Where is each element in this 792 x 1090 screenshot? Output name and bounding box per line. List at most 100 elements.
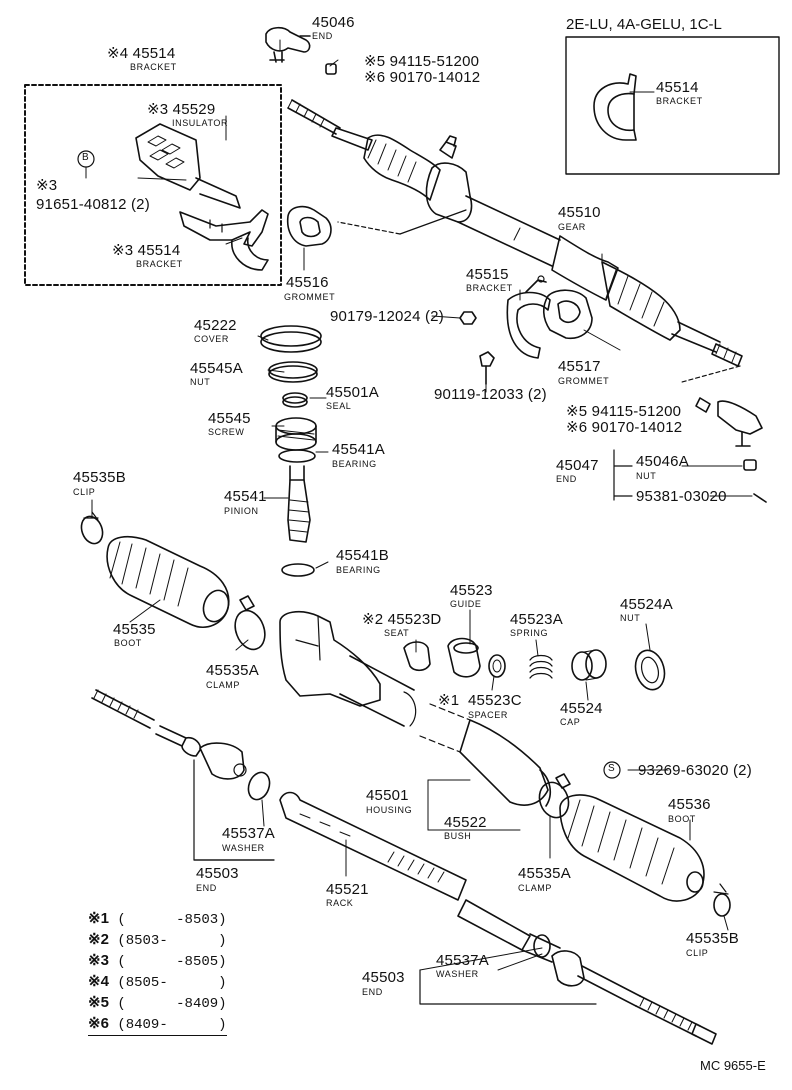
label-45523: 45523 bbox=[450, 582, 493, 599]
pin-icon bbox=[753, 493, 767, 503]
label-95381: 95381-03020 bbox=[636, 488, 727, 505]
label-45047: 45047 bbox=[556, 457, 599, 474]
grommet-45516-icon bbox=[286, 205, 332, 247]
label-b-mark: B bbox=[82, 152, 89, 163]
variant-bracket-icon bbox=[593, 73, 637, 141]
label-45524a-name: NUT bbox=[620, 613, 641, 623]
legend-mark: ※2 bbox=[88, 931, 109, 948]
label-45517: 45517 bbox=[558, 358, 601, 375]
label-45523-name: GUIDE bbox=[450, 599, 482, 609]
label-45541a: 45541A bbox=[332, 441, 385, 458]
clip-left-icon bbox=[80, 511, 104, 545]
label-45522-name: BUSH bbox=[444, 831, 472, 841]
label-45503-right-name: END bbox=[362, 987, 383, 997]
label-45541a-name: BEARING bbox=[332, 459, 377, 469]
legend-mark: ※3 bbox=[88, 952, 109, 969]
label-45536-name: BOOT bbox=[668, 814, 696, 824]
nut-icon bbox=[325, 63, 337, 75]
label-45541b-name: BEARING bbox=[336, 565, 381, 575]
clamp-right-icon bbox=[538, 773, 571, 819]
legend-mark: ※1 bbox=[88, 910, 109, 927]
variant-title: 2E-LU, 4A-GELU, 1C-L bbox=[566, 16, 722, 33]
inner-end-right-icon bbox=[533, 934, 717, 1045]
legend-row: ※5 ( -8409) bbox=[88, 993, 227, 1014]
label-45535: 45535 bbox=[113, 621, 156, 638]
label-45521-name: RACK bbox=[326, 898, 354, 908]
label-45523a: 45523A bbox=[510, 611, 563, 628]
label-45503-left: 45503 bbox=[196, 865, 239, 882]
label-45523c-name: SPACER bbox=[468, 710, 508, 720]
nut-45046a-icon bbox=[743, 459, 757, 471]
label-45535b-left: 45535B bbox=[73, 469, 126, 486]
label-45523d-name: SEAT bbox=[384, 628, 410, 638]
label-45529-name: INSULATOR bbox=[172, 118, 229, 128]
label-45537a-right: 45537A bbox=[436, 952, 489, 969]
grommet-45517-icon bbox=[542, 289, 593, 340]
tie-rod-end-right-icon bbox=[695, 397, 763, 447]
bolt-90119-icon bbox=[479, 351, 495, 385]
legend-range: ( -8503) bbox=[117, 912, 227, 928]
legend-range: ( -8409) bbox=[117, 996, 227, 1012]
label-45523a-name: SPRING bbox=[510, 628, 549, 638]
boot-left-icon bbox=[106, 535, 230, 628]
label-45535a-left: 45535A bbox=[206, 662, 259, 679]
bracket-group-box bbox=[24, 84, 282, 286]
label-45516: 45516 bbox=[286, 274, 329, 291]
label-45503-left-name: END bbox=[196, 883, 217, 893]
label-93269: 93269-63020 (2) bbox=[638, 762, 752, 779]
housing-icon bbox=[279, 610, 552, 807]
label-90179: 90179-12024 (2) bbox=[330, 308, 444, 325]
label-45523c: 45523C bbox=[468, 692, 522, 709]
label-45521: 45521 bbox=[326, 881, 369, 898]
label-45537a-left: 45537A bbox=[222, 825, 275, 842]
label-45503-right: 45503 bbox=[362, 969, 405, 986]
label-90170-a: ※6 90170-14012 bbox=[364, 69, 481, 86]
label-45046a: 45046A bbox=[636, 453, 689, 470]
label-45537a-right-name: WASHER bbox=[436, 969, 479, 979]
bracket-icon bbox=[179, 209, 269, 271]
legend-row: ※1 ( -8503) bbox=[88, 909, 227, 930]
label-45535b-right: 45535B bbox=[686, 930, 739, 947]
tie-rod-end-top-icon bbox=[265, 26, 311, 63]
legend-range: ( -8505) bbox=[117, 954, 227, 970]
label-45047-name: END bbox=[556, 474, 577, 484]
date-legend: ※1 ( -8503) ※2 (8503- ) ※3 ( -8505) ※4 (… bbox=[88, 909, 227, 1036]
legend-range: (8505- ) bbox=[117, 975, 227, 991]
label-45514-b: ※3 45514 bbox=[112, 242, 181, 259]
label-90170-b: ※6 90170-14012 bbox=[566, 419, 683, 436]
label-45524: 45524 bbox=[560, 700, 603, 717]
clip-right-icon bbox=[713, 883, 731, 917]
label-45536: 45536 bbox=[668, 796, 711, 813]
legend-mark: ※6 bbox=[88, 1015, 109, 1032]
label-s-mark: S bbox=[608, 763, 615, 774]
label-45545-name: SCREW bbox=[208, 427, 245, 437]
label-mark-1: ※1 bbox=[438, 692, 460, 709]
label-45522: 45522 bbox=[444, 814, 487, 831]
label-91651-mark: ※3 bbox=[36, 177, 58, 194]
label-45541: 45541 bbox=[224, 488, 267, 505]
s-mark-icon bbox=[603, 761, 621, 779]
label-45523d: ※2 45523D bbox=[362, 611, 442, 628]
pinion-stack-icon bbox=[260, 325, 322, 577]
legend-row: ※2 (8503- ) bbox=[88, 930, 227, 951]
label-45514-b-name: BRACKET bbox=[136, 259, 183, 269]
label-45515-name: BRACKET bbox=[466, 283, 513, 293]
label-45545a-name: NUT bbox=[190, 377, 211, 387]
label-45517-name: GROMMET bbox=[558, 376, 610, 386]
label-45535a-left-name: CLAMP bbox=[206, 680, 241, 690]
boot-right-icon bbox=[559, 794, 705, 902]
nut-90179-icon bbox=[459, 311, 477, 325]
diagram-code: MC 9655-E bbox=[700, 1058, 766, 1073]
label-90119: 90119-12033 (2) bbox=[434, 386, 547, 403]
legend-range: (8503- ) bbox=[117, 933, 227, 949]
variant-part-number: 45514 bbox=[656, 79, 699, 96]
variant-part-name: BRACKET bbox=[656, 96, 703, 106]
insulator-icon bbox=[135, 123, 241, 209]
label-45541b: 45541B bbox=[336, 547, 389, 564]
gear-assembly-icon bbox=[287, 99, 743, 383]
label-45222-name: COVER bbox=[194, 334, 230, 344]
legend-mark: ※5 bbox=[88, 994, 109, 1011]
label-45222: 45222 bbox=[194, 317, 237, 334]
label-45510-name: GEAR bbox=[558, 222, 586, 232]
